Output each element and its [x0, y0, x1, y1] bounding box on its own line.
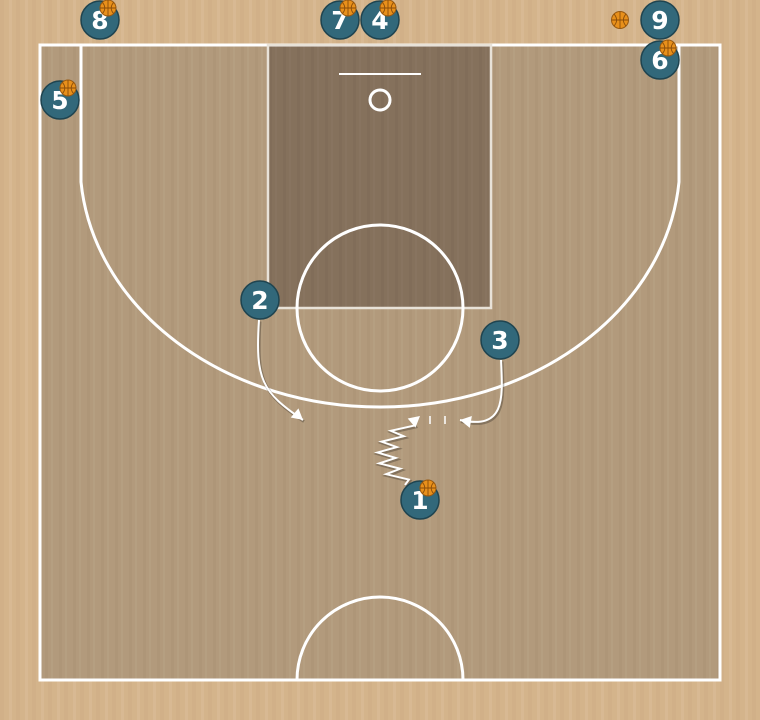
three-point-line [79, 45, 681, 409]
arrowhead [290, 408, 303, 420]
player-8[interactable]: 8 [80, 0, 120, 40]
free-throw-circle [295, 223, 465, 393]
player-number: 3 [491, 326, 508, 355]
arrowhead [407, 416, 420, 428]
arrowhead [460, 416, 472, 428]
player-number: 9 [651, 6, 668, 35]
court-lines [38, 43, 722, 682]
cut-arrow-3 [429, 359, 505, 428]
player-6[interactable]: 6 [640, 39, 680, 80]
cut-arrow-2 [257, 319, 305, 423]
rim [368, 88, 392, 112]
paint [268, 45, 491, 308]
dribble-arrow-1 [373, 416, 420, 488]
basketball-icon [59, 79, 77, 97]
player-9[interactable]: 9 [640, 0, 680, 40]
player-3[interactable]: 3 [480, 320, 520, 360]
player-number: 2 [251, 286, 268, 315]
basketball-icon [339, 0, 357, 17]
actions-layer [257, 319, 505, 488]
player-5[interactable]: 5 [40, 79, 80, 120]
loose-basketball-icon [611, 11, 629, 29]
player-4[interactable]: 4 [360, 0, 400, 40]
player-1[interactable]: 1 [400, 479, 440, 520]
basketball-icon [419, 479, 437, 497]
basketball-icon [99, 0, 117, 17]
center-circle [295, 595, 465, 681]
player-token [480, 320, 520, 360]
player-7[interactable]: 7 [320, 0, 360, 40]
lane-lines [266, 43, 493, 310]
player-token [240, 280, 280, 320]
player-2[interactable]: 2 [240, 280, 280, 320]
basketball-icon [659, 39, 677, 57]
basketball-icon [379, 0, 397, 17]
player-token [640, 0, 680, 40]
